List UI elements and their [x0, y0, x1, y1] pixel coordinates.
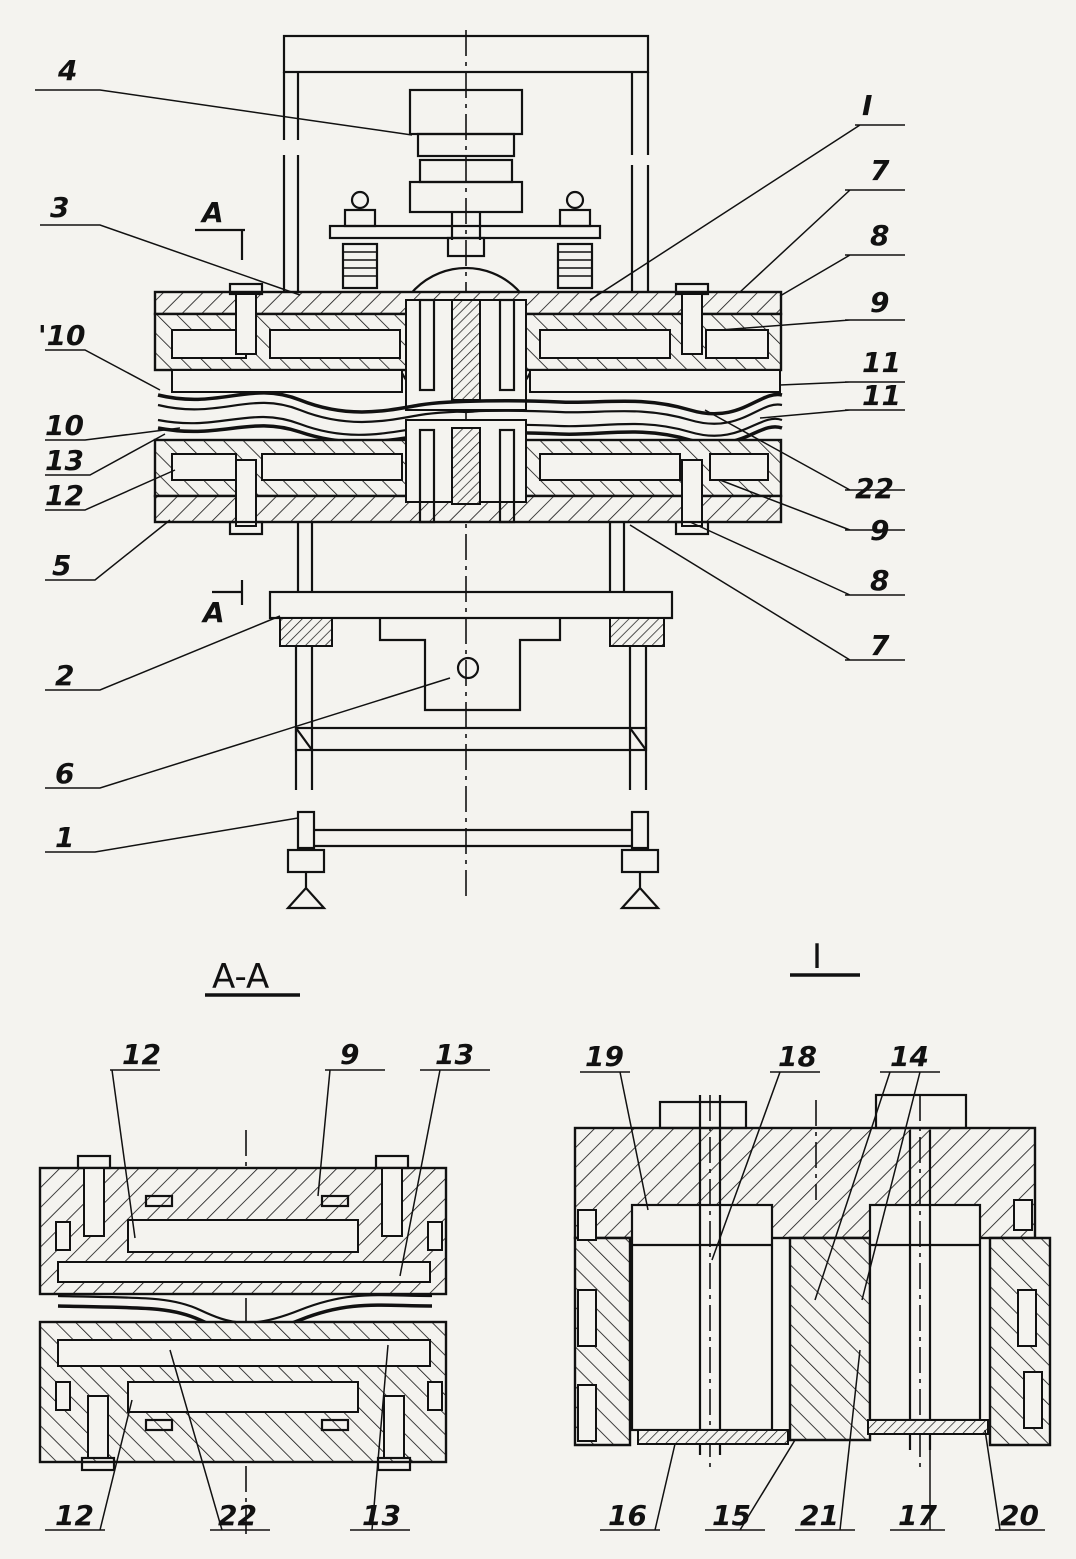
label-13-aa-top: 13 [435, 1038, 474, 1071]
label-9-aa: 9 [340, 1038, 359, 1071]
label-21: 21 [800, 1499, 839, 1532]
label-9-mid: 9 [870, 514, 889, 547]
press-cylinder [408, 88, 524, 240]
detail-i-body [573, 1093, 1052, 1470]
label-12-aa-top: 12 [122, 1038, 161, 1071]
label-5: 5 [52, 549, 71, 582]
label-11-mid: 11 [862, 379, 901, 412]
label-cut-a-bottom: A [201, 596, 225, 629]
part-labels: 4 3 A I 7 8 9 11 11 22 9 8 7 '10 10 13 1… [38, 54, 1039, 1532]
label-cut-a-top: A [200, 196, 224, 229]
label-7-bottom: 7 [870, 629, 890, 662]
label-22-main: 22 [855, 472, 894, 505]
top-frame [282, 34, 650, 292]
section-aa-lower [38, 1320, 448, 1472]
label-9-top: 9 [870, 286, 889, 319]
section-mark-aa [195, 228, 245, 605]
label-12-aa-bottom: 12 [55, 1499, 94, 1532]
label-4: 4 [57, 54, 77, 87]
label-7-top: 7 [870, 154, 890, 187]
label-1: 1 [55, 821, 74, 854]
label-17: 17 [898, 1499, 937, 1532]
detail-i-view [573, 973, 1052, 1531]
label-3: 3 [50, 191, 69, 224]
section-aa-view [38, 993, 490, 1540]
section-aa-leaders [45, 1069, 490, 1531]
stud-crossbar [328, 190, 602, 290]
label-18: 18 [778, 1040, 817, 1073]
label-2: 2 [55, 659, 74, 692]
base-frame [268, 522, 674, 910]
label-13-main: 13 [45, 444, 84, 477]
leader-lines [35, 89, 905, 853]
section-title-detail-i: I [812, 937, 822, 977]
label-10-bottom: 10 [45, 409, 84, 442]
lower-plate [153, 419, 783, 536]
label-6: 6 [55, 757, 74, 790]
label-8-bottom: 8 [870, 564, 889, 597]
label-14: 14 [890, 1040, 929, 1073]
upper-plate [153, 282, 783, 411]
section-title-aa: A-A [212, 957, 269, 997]
label-12-main: 12 [45, 479, 84, 512]
section-aa-upper [38, 1154, 448, 1296]
label-16: 16 [608, 1499, 647, 1532]
detail-i-leaders [580, 1071, 1045, 1531]
label-19: 19 [585, 1040, 624, 1073]
label-10-top: '10 [38, 319, 86, 352]
label-20: 20 [1000, 1499, 1039, 1532]
label-11-top: 11 [862, 346, 901, 379]
label-I: I [862, 89, 872, 122]
main-view [35, 30, 905, 910]
label-8-top: 8 [870, 219, 889, 252]
label-15: 15 [712, 1499, 751, 1532]
label-13-aa-bottom: 13 [362, 1499, 401, 1532]
label-22-aa: 22 [218, 1499, 257, 1532]
